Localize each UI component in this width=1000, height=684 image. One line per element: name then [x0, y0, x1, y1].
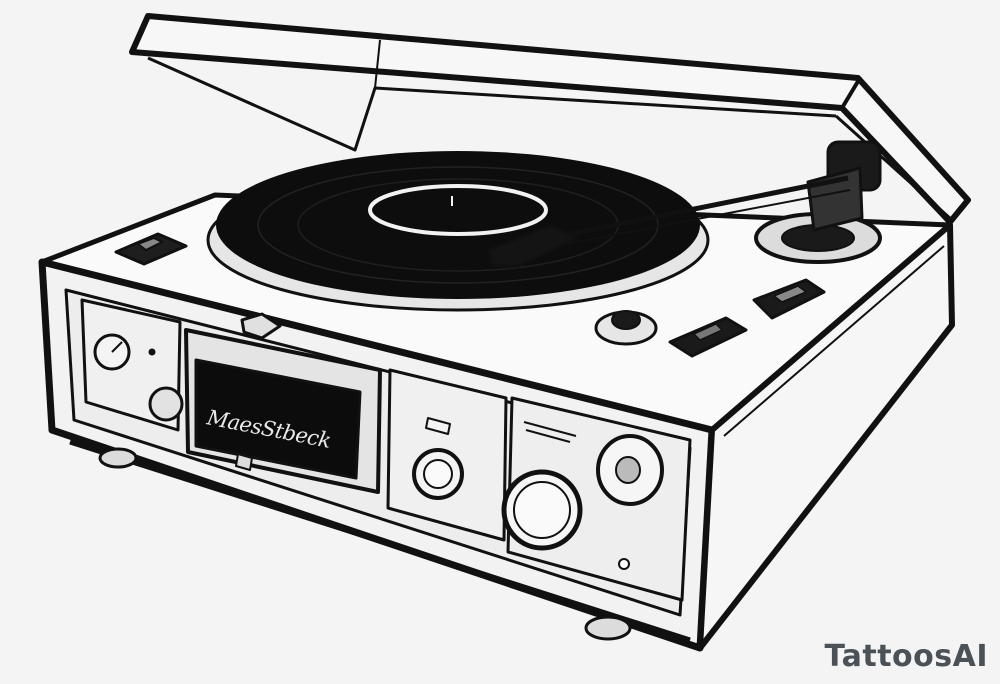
dust-cover-lid [129, 13, 971, 225]
pitch-slider-icon [668, 316, 748, 358]
tonearm [488, 140, 882, 268]
start-stop-button-icon [752, 278, 826, 320]
speed-switch-icon [114, 232, 188, 266]
power-knob-icon [594, 310, 658, 346]
watermark-logo: TattoosAI [824, 639, 988, 674]
deck-controls [114, 232, 826, 358]
front-panel [80, 298, 692, 602]
vinyl-record [206, 151, 710, 312]
